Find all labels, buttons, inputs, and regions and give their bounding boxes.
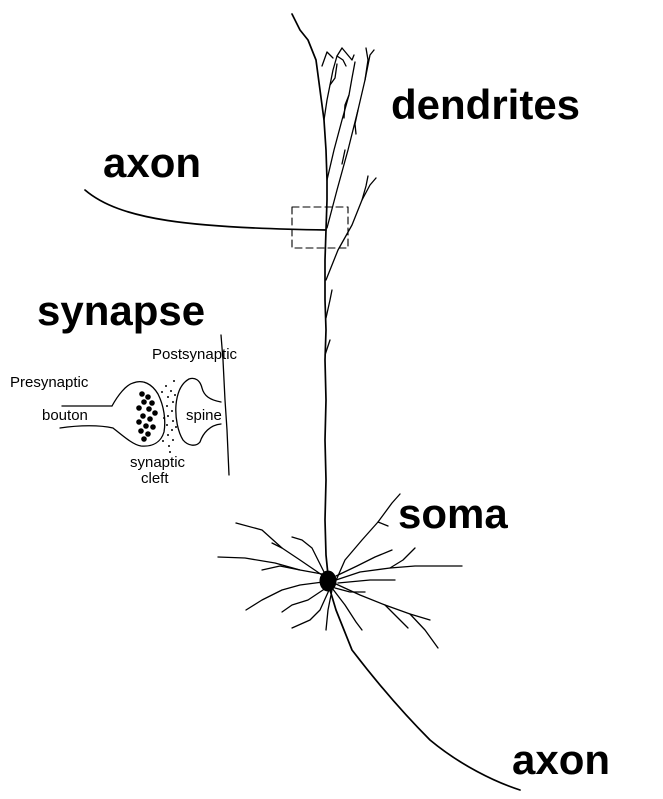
apical-dendrite-branches [322, 48, 376, 355]
label-dendrites: dendrites [391, 84, 580, 126]
label-synaptic: synaptic [130, 455, 185, 470]
axon-lower [330, 590, 520, 790]
label-presynaptic: Presynaptic [10, 375, 88, 390]
label-bouton: bouton [42, 408, 88, 423]
label-synapse: synapse [37, 290, 205, 332]
synaptic-vesicles [136, 391, 158, 442]
synapse-highlight-box [292, 207, 348, 248]
label-soma: soma [398, 493, 508, 535]
soma-body [320, 571, 336, 591]
synaptic-cleft-dots [161, 380, 177, 453]
axon-upper [85, 190, 326, 230]
label-postsynaptic: Postsynaptic [152, 347, 237, 362]
label-axon-lower: axon [512, 739, 610, 781]
apical-dendrite-trunk [292, 14, 328, 575]
label-spine: spine [186, 408, 222, 423]
label-cleft: cleft [141, 471, 169, 486]
label-axon-upper: axon [103, 142, 201, 184]
